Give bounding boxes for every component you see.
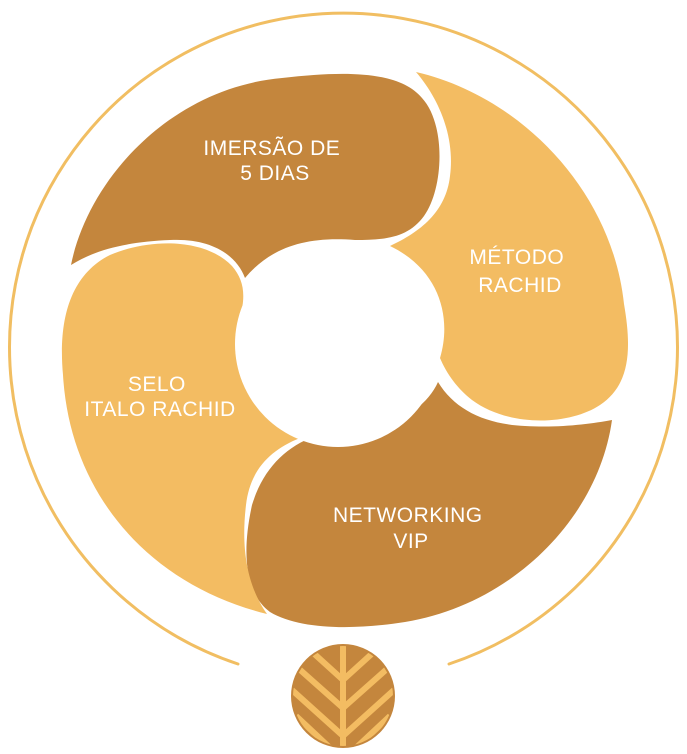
tree-logo-icon (291, 644, 395, 748)
center-hole (235, 241, 441, 447)
segment-metodo-label: MÉTODO RACHID (469, 246, 570, 297)
segment-imersao (71, 73, 440, 278)
segment-selo-label: SELO ITALO RACHID (84, 373, 235, 421)
outer-ring (8, 11, 679, 666)
segment-metodo (390, 72, 629, 421)
segment-selo (61, 243, 300, 614)
segment-networking-label: NETWORKING VIP (333, 504, 489, 553)
segment-imersao-label: IMERSÃO DE 5 DIAS (203, 136, 346, 185)
